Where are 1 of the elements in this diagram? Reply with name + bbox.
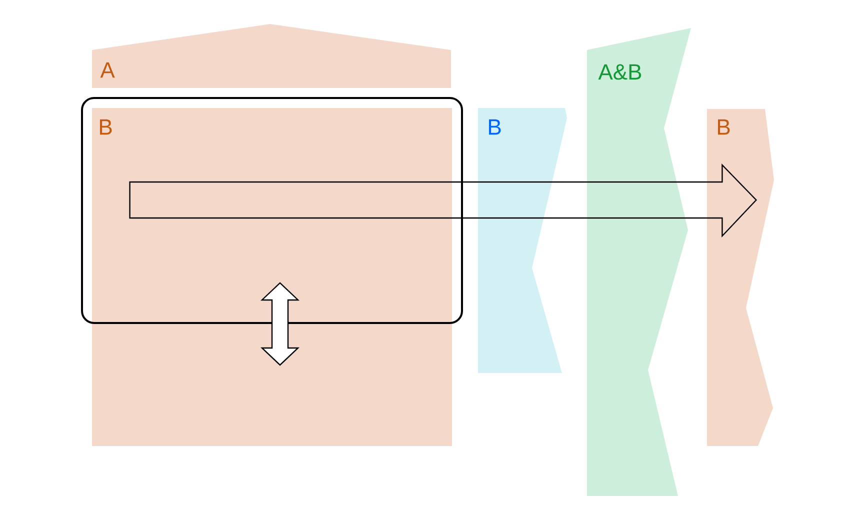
block-arrow — [129, 164, 758, 238]
